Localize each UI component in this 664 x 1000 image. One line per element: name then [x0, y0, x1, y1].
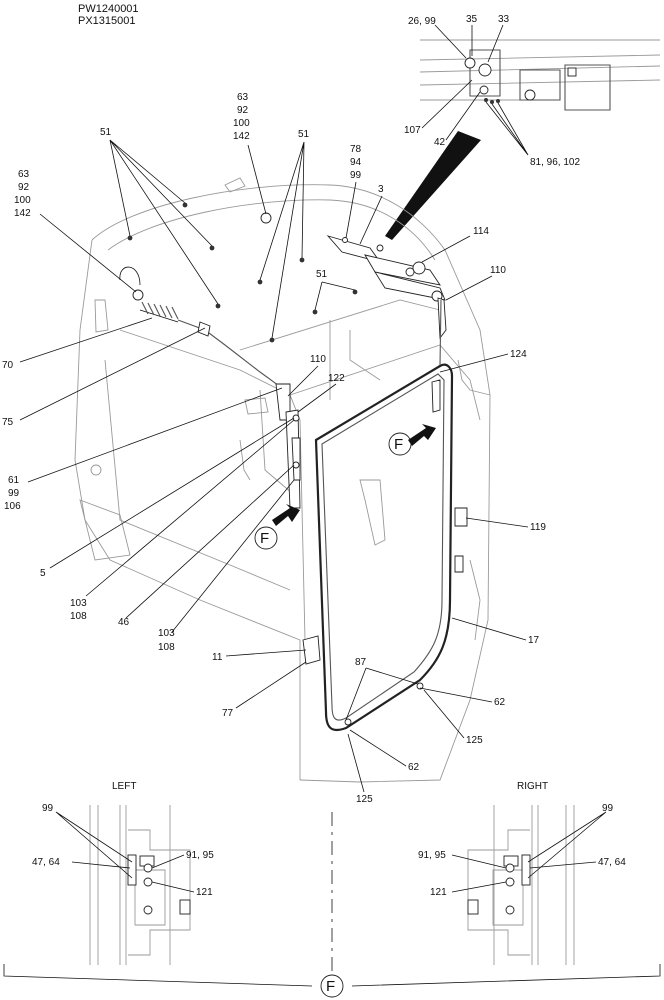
top-hinge [326, 235, 446, 302]
label-63-left: 63 [18, 169, 30, 180]
detail-right-label-91-95: 91, 95 [418, 850, 446, 861]
view-f-marker-2: F [388, 424, 436, 456]
f-marker-right: F [394, 436, 403, 453]
bracket-right [351, 964, 661, 987]
view-f-circle [320, 974, 344, 998]
label-87: 87 [355, 657, 367, 668]
label-99-left: 99 [8, 488, 20, 499]
label-51-center: 51 [298, 129, 310, 140]
label-11: 11 [212, 652, 223, 663]
latch-rods [275, 383, 321, 665]
label-77: 77 [222, 708, 234, 719]
detail-left-label-47-64: 47, 64 [32, 857, 60, 868]
door-frame [314, 297, 468, 732]
label-35: 35 [466, 14, 478, 25]
label-33: 33 [498, 14, 510, 25]
label-106: 106 [4, 501, 21, 512]
drawing-code-1: PW1240001 [78, 3, 139, 15]
label-81-96-102: 81, 96, 102 [530, 157, 580, 168]
detail-left-label-91-95: 91, 95 [186, 850, 214, 861]
label-51-right: 51 [316, 269, 328, 280]
label-125-right: 125 [466, 735, 483, 746]
label-62-right: 62 [494, 697, 506, 708]
label-70: 70 [2, 360, 14, 371]
view-f-marker-1: F [254, 504, 300, 550]
detail-right [467, 805, 575, 965]
label-75: 75 [2, 417, 14, 428]
label-5: 5 [40, 568, 46, 579]
detail-right-label-47-64: 47, 64 [598, 857, 626, 868]
label-110-left: 110 [310, 354, 326, 365]
label-103-a: 103 [70, 598, 87, 609]
label-78: 78 [350, 144, 362, 155]
label-108-b: 108 [158, 642, 175, 653]
detail-right-label-121: 121 [430, 887, 447, 898]
label-42: 42 [434, 137, 446, 148]
label-100-top: 100 [233, 118, 250, 129]
view-f-letter: F [326, 978, 335, 995]
label-62-bottom: 62 [408, 762, 420, 773]
label-17: 17 [528, 635, 540, 646]
label-142-left: 142 [14, 208, 31, 219]
label-3: 3 [378, 184, 384, 195]
label-51-left: 51 [100, 127, 112, 138]
drawing-code-2: PX1315001 [78, 15, 136, 27]
detail-left-label-99: 99 [42, 803, 54, 814]
gas-spring [119, 266, 283, 389]
detail-right-label-99: 99 [602, 803, 614, 814]
label-114: 114 [473, 226, 489, 237]
f-marker-left: F [260, 530, 269, 547]
label-46: 46 [118, 617, 130, 628]
hinge-inset [419, 39, 661, 111]
label-124: 124 [510, 349, 527, 360]
detail-left-title: LEFT [112, 781, 136, 792]
detail-right-title: RIGHT [517, 781, 548, 792]
label-26-99: 26, 99 [408, 16, 436, 27]
cab-outline [74, 177, 491, 783]
label-94: 94 [350, 157, 362, 168]
label-92-top: 92 [237, 105, 249, 116]
label-107: 107 [404, 125, 421, 136]
bracket-left [3, 964, 313, 987]
label-103-b: 103 [158, 628, 175, 639]
label-99-top: 99 [350, 170, 362, 181]
detail-left [89, 805, 191, 965]
label-108-a: 108 [70, 611, 87, 622]
label-119: 119 [530, 522, 546, 533]
detail-left-label-121: 121 [196, 887, 213, 898]
label-122: 122 [328, 373, 345, 384]
label-125-bottom: 125 [356, 794, 373, 805]
label-61: 61 [8, 475, 20, 486]
label-142-top: 142 [233, 131, 250, 142]
leader-lines [19, 139, 529, 793]
label-100-left: 100 [14, 195, 31, 206]
detail-pointer [385, 131, 481, 240]
label-63-top: 63 [237, 92, 249, 103]
label-110-right: 110 [490, 265, 506, 276]
label-92-left: 92 [18, 182, 30, 193]
